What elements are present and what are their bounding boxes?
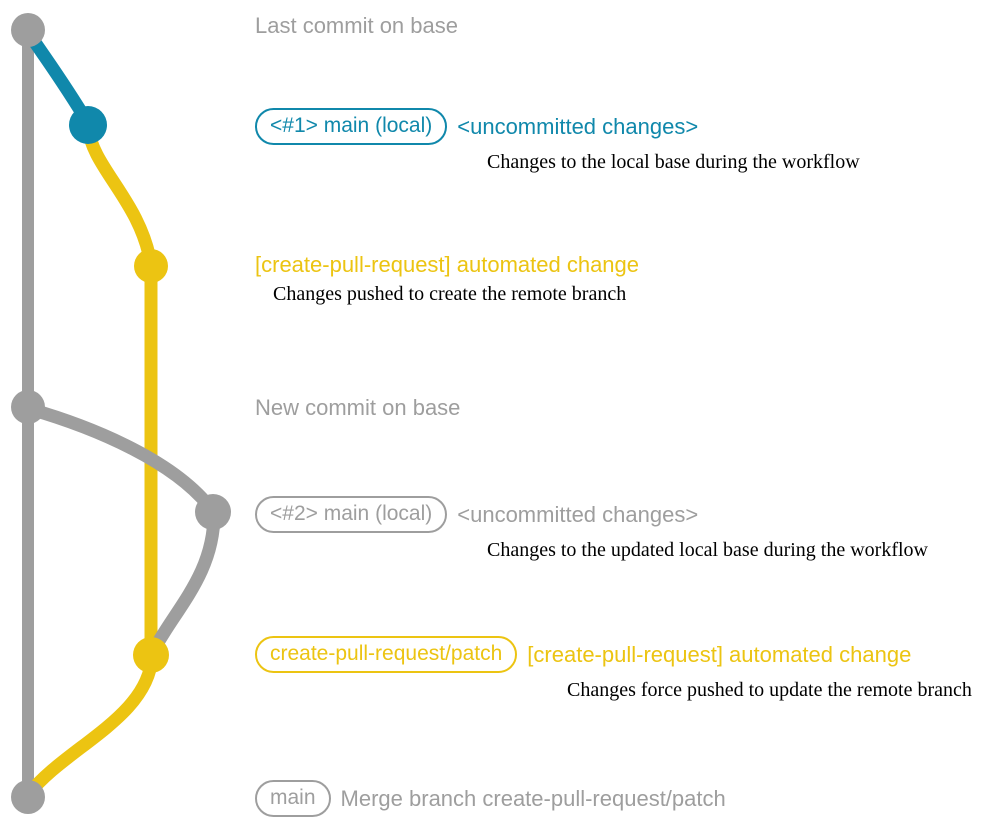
edge-local2-to-patch2 bbox=[145, 507, 221, 660]
branch-pill-main-local-2[interactable]: <#2> main (local) bbox=[255, 496, 448, 533]
commit-description-patch-1: Changes pushed to create the remote bran… bbox=[273, 283, 627, 305]
commit-subject-base-2: New commit on base bbox=[255, 395, 461, 420]
annotation-patch-2: create-pull-request/patch [create-pull-r… bbox=[255, 636, 972, 701]
commit-description-local-1: Changes to the local base during the wor… bbox=[487, 151, 860, 173]
commit-node-patch-2[interactable] bbox=[133, 637, 169, 673]
branch-pill-main[interactable]: main bbox=[255, 780, 331, 817]
commit-description-local-2: Changes to the updated local base during… bbox=[487, 539, 928, 561]
commit-subject-local-1: <uncommitted changes> bbox=[457, 113, 699, 139]
commit-node-local-2[interactable] bbox=[195, 494, 231, 530]
annotation-patch-1: [create-pull-request] automated change C… bbox=[255, 253, 639, 306]
commit-subject-patch-2: [create-pull-request] automated change bbox=[527, 641, 912, 667]
annotation-merge: main Merge branch create-pull-request/pa… bbox=[255, 780, 726, 817]
annotation-row: <#1> main (local) <uncommitted changes> bbox=[255, 108, 698, 145]
annotation-base-2: New commit on base bbox=[255, 396, 460, 420]
edge-base2-to-local2 bbox=[23, 402, 219, 517]
annotation-row: [create-pull-request] automated change bbox=[255, 253, 639, 277]
edge-patch2-to-merge bbox=[21, 650, 159, 802]
commit-subject-base-1: Last commit on base bbox=[255, 13, 458, 38]
commit-node-base-2[interactable] bbox=[11, 390, 45, 424]
annotation-row: New commit on base bbox=[255, 396, 460, 420]
commit-node-base-1[interactable] bbox=[11, 13, 45, 47]
commit-node-patch-1[interactable] bbox=[134, 249, 168, 283]
annotation-row: create-pull-request/patch [create-pull-r… bbox=[255, 636, 911, 673]
commit-node-local-1[interactable] bbox=[69, 106, 107, 144]
branch-pill-main-local-1[interactable]: <#1> main (local) bbox=[255, 108, 448, 145]
commit-subject-merge: Merge branch create-pull-request/patch bbox=[340, 785, 726, 811]
edge-local1-to-patch1 bbox=[81, 120, 158, 271]
annotation-row: Last commit on base bbox=[255, 14, 458, 38]
commit-description-patch-2: Changes force pushed to update the remot… bbox=[567, 679, 972, 701]
annotation-row: <#2> main (local) <uncommitted changes> bbox=[255, 496, 698, 533]
commit-subject-local-2: <uncommitted changes> bbox=[457, 501, 699, 527]
annotation-local-1: <#1> main (local) <uncommitted changes> … bbox=[255, 108, 860, 173]
annotation-local-2: <#2> main (local) <uncommitted changes> … bbox=[255, 496, 928, 561]
annotation-row: main Merge branch create-pull-request/pa… bbox=[255, 780, 726, 817]
commit-node-merge[interactable] bbox=[11, 780, 45, 814]
commit-subject-patch-1: [create-pull-request] automated change bbox=[255, 252, 640, 277]
branch-pill-create-pull-request-patch[interactable]: create-pull-request/patch bbox=[255, 636, 518, 673]
annotation-base-1: Last commit on base bbox=[255, 14, 458, 38]
